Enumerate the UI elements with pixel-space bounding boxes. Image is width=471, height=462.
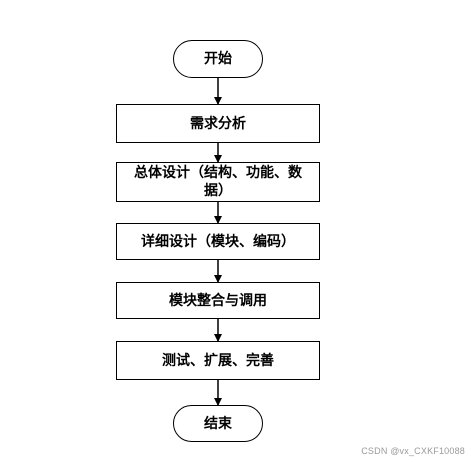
step-testing-improvement: 测试、扩展、完善 xyxy=(116,341,320,380)
step-label: 测试、扩展、完善 xyxy=(162,352,274,369)
step-module-integration: 模块整合与调用 xyxy=(116,282,320,319)
step-overall-design: 总体设计（结构、功能、数据） xyxy=(116,162,320,202)
step-label: 总体设计（结构、功能、数据） xyxy=(134,165,302,199)
step-detailed-design: 详细设计（模块、编码） xyxy=(116,223,320,260)
end-label: 结束 xyxy=(204,415,232,432)
start-node: 开始 xyxy=(173,40,263,78)
step-label: 需求分析 xyxy=(190,115,246,132)
step-requirements-analysis: 需求分析 xyxy=(116,104,320,143)
watermark-text: CSDN @vx_CXKF10088 xyxy=(361,446,465,456)
start-label: 开始 xyxy=(204,51,232,67)
step-label: 详细设计（模块、编码） xyxy=(141,233,295,250)
end-node: 结束 xyxy=(173,405,263,442)
step-label: 模块整合与调用 xyxy=(169,292,267,309)
